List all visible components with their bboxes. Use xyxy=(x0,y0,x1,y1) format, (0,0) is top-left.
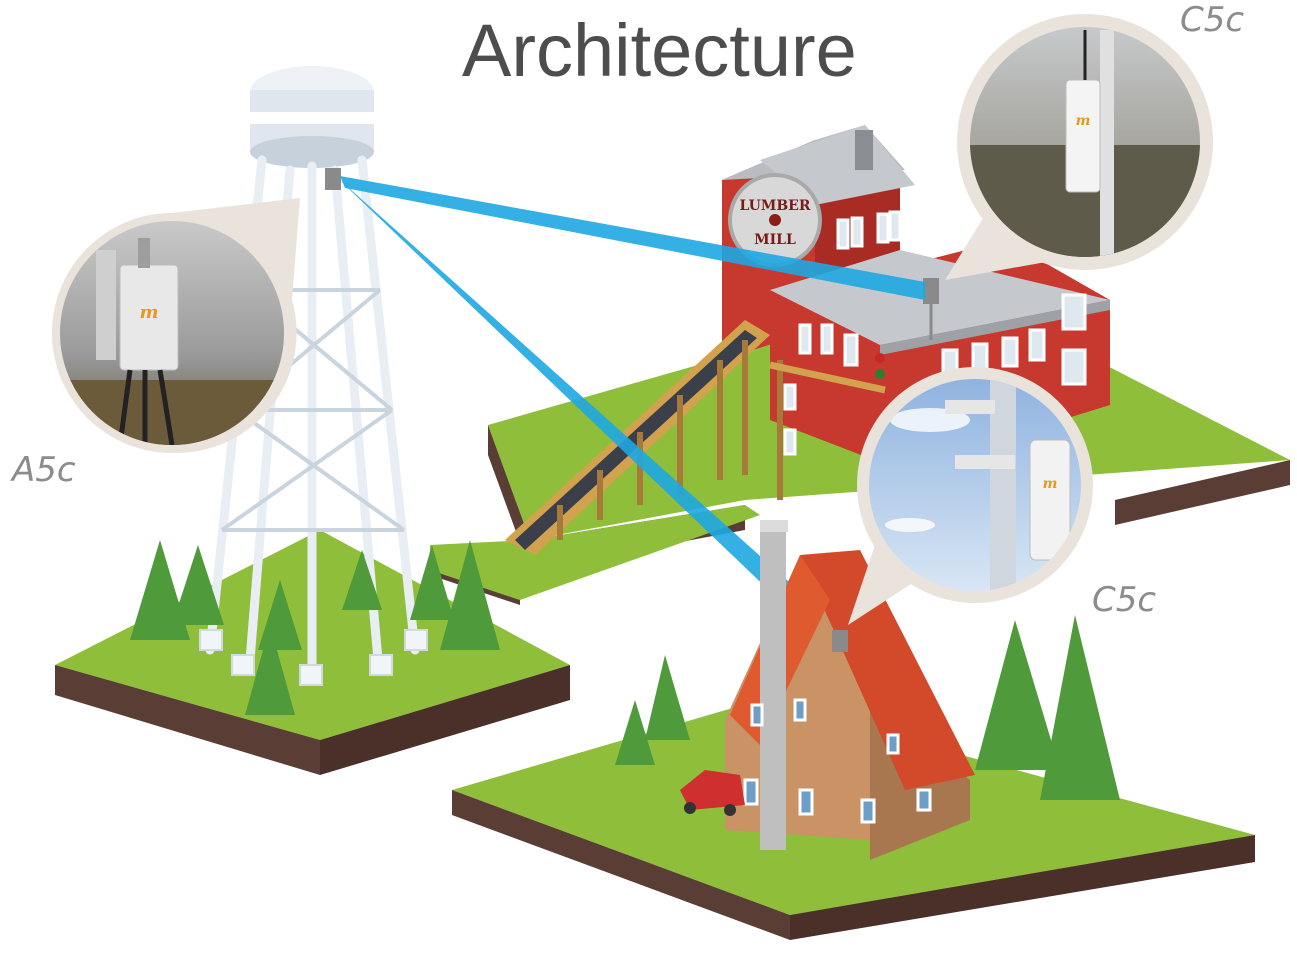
label-house-radio: C5c xyxy=(1092,580,1157,620)
mill-radio-unit xyxy=(923,278,939,304)
c5c-mill-logo: m xyxy=(1076,113,1091,129)
house-radio-unit xyxy=(832,630,848,652)
label-lumber-mill-radio: C5c xyxy=(1180,0,1245,40)
a-frame-house xyxy=(680,520,975,860)
trees xyxy=(130,540,1120,800)
tower-radio-unit xyxy=(325,168,341,190)
page-title: Architecture xyxy=(462,9,857,92)
c5c-house-callout: m xyxy=(848,367,1093,625)
wireless-links xyxy=(340,176,925,660)
a5c-logo: m xyxy=(139,302,158,323)
link-beam-tower-to-house xyxy=(340,180,845,660)
red-car xyxy=(680,770,745,810)
c5c-mill-callout: m xyxy=(945,14,1213,280)
link-beam-tower-to-mill xyxy=(340,176,925,300)
mill-sign-top: LUMBER xyxy=(740,198,811,214)
label-water-tower-radio: A5c xyxy=(12,450,76,490)
c5c-house-logo: m xyxy=(1043,476,1058,492)
a5c-callout: m xyxy=(52,198,300,453)
mill-sign-bottom: MILL xyxy=(754,232,796,248)
